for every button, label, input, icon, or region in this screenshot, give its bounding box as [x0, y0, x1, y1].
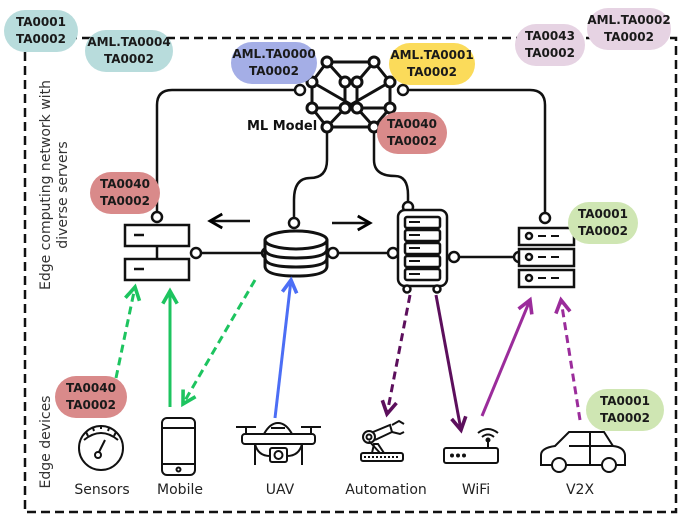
tag-code: TA0040 — [387, 117, 437, 131]
arrow-sensors-to-server — [114, 283, 142, 379]
arrow-wifi-to-server — [480, 296, 534, 417]
tag-code: TA0001 — [16, 15, 66, 29]
network-links — [155, 88, 547, 259]
tag-code: TA0002 — [604, 30, 654, 44]
edge-network-label-line2: diverse servers — [55, 141, 71, 249]
car-icon — [540, 431, 626, 473]
arrow-rack-to-wifi — [434, 294, 468, 434]
right-server-icon — [517, 226, 576, 289]
tag-code: TA0040 — [100, 177, 150, 191]
edge-network-label-line1: Edge computing network with — [38, 80, 54, 290]
tag-code: TA0043 — [525, 29, 575, 43]
arrow-v2x-to-server — [554, 296, 582, 421]
tag-code: TA0002 — [407, 65, 457, 79]
mobile-phone-icon — [161, 417, 196, 476]
drone-icon — [236, 421, 321, 465]
left-server-icon — [123, 223, 191, 282]
device-label-automation: Automation — [345, 482, 427, 498]
tag-code: TA0001 — [578, 207, 628, 221]
tag-code: TA0002 — [16, 32, 66, 46]
device-label-sensors: Sensors — [74, 482, 130, 498]
tag-code: TA0002 — [387, 134, 437, 148]
database-icon — [263, 229, 329, 278]
robot-arm-icon — [360, 419, 405, 462]
arrow-uav-to-db — [273, 276, 299, 419]
tag-code: TA0002 — [104, 52, 154, 66]
device-label-v2x: V2X — [565, 482, 595, 498]
gauge-icon — [78, 425, 124, 471]
tag-code: AML.TA0004 — [87, 35, 171, 49]
edge-boundary — [23, 36, 678, 514]
tag-code: AML.TA0000 — [232, 47, 316, 61]
edge-devices-label: Edge devices — [38, 395, 54, 489]
device-label-wifi: WiFi — [461, 482, 491, 498]
tag-code: TA0002 — [66, 398, 116, 412]
tag-code: TA0040 — [66, 381, 116, 395]
tag-code: TA0001 — [600, 394, 650, 408]
arrow-rack-to-automation — [380, 294, 412, 418]
tag-code: TA0002 — [600, 411, 650, 425]
tag-code: TA0002 — [249, 64, 299, 78]
tag-code: AML.TA0002 — [587, 13, 671, 27]
edge-network-label: Edge computing network with diverse serv… — [38, 80, 72, 290]
server-rack-icon — [396, 208, 449, 294]
arrow-db-to-mobile — [181, 279, 257, 408]
ml-model-icon — [305, 55, 397, 134]
wifi-router-icon — [443, 428, 499, 464]
tag-code: TA0002 — [100, 194, 150, 208]
tag-code: AML.TA0001 — [390, 48, 474, 62]
tag-code: TA0002 — [578, 224, 628, 238]
tag-code: TA0002 — [525, 46, 575, 60]
connector-nodes — [150, 83, 552, 264]
device-label-mobile: Mobile — [157, 482, 203, 498]
device-label-uav: UAV — [265, 482, 295, 498]
ml-model-label: ML Model — [247, 119, 318, 134]
